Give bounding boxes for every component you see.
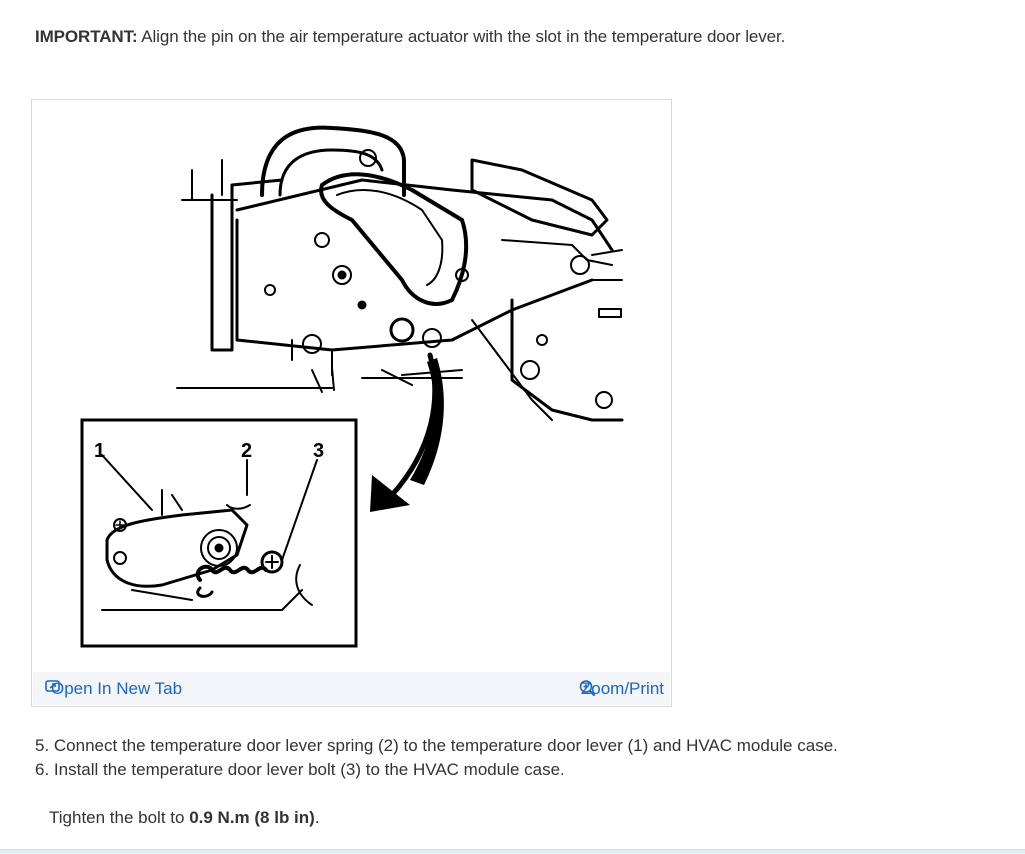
zoom-print-link[interactable]: Zoom/Print — [578, 679, 664, 699]
instruction-steps: 5. Connect the temperature door lever sp… — [35, 734, 838, 782]
callout-1: 1 — [94, 440, 105, 462]
torque-value: 0.9 N.m (8 lb in) — [189, 808, 315, 827]
torque-spec: Tighten the bolt to 0.9 N.m (8 lb in). — [49, 808, 320, 828]
figure-toolbar: Open In New Tab Zoom/Print — [33, 672, 670, 705]
diagram-figure: 1 2 3 Open In New Tab Zoom/Print — [31, 99, 672, 707]
open-in-new-tab-label: Open In New Tab — [51, 679, 183, 698]
zoom-print-label: Zoom/Print — [580, 679, 664, 698]
important-label: IMPORTANT: — [35, 27, 138, 46]
torque-prefix: Tighten the bolt to — [49, 808, 190, 827]
torque-suffix: . — [314, 808, 320, 827]
hvac-actuator-diagram: 1 2 3 — [80, 125, 624, 648]
important-text: Align the pin on the air temperature act… — [137, 27, 786, 46]
open-in-new-tab-link[interactable]: Open In New Tab — [45, 679, 182, 699]
callout-3: 3 — [313, 440, 324, 462]
step-5: 5. Connect the temperature door lever sp… — [35, 736, 838, 755]
bottom-divider — [0, 849, 1025, 854]
step-6: 6. Install the temperature door lever bo… — [35, 760, 565, 779]
callout-2: 2 — [241, 440, 252, 462]
important-note: IMPORTANT: Align the pin on the air temp… — [35, 27, 785, 47]
